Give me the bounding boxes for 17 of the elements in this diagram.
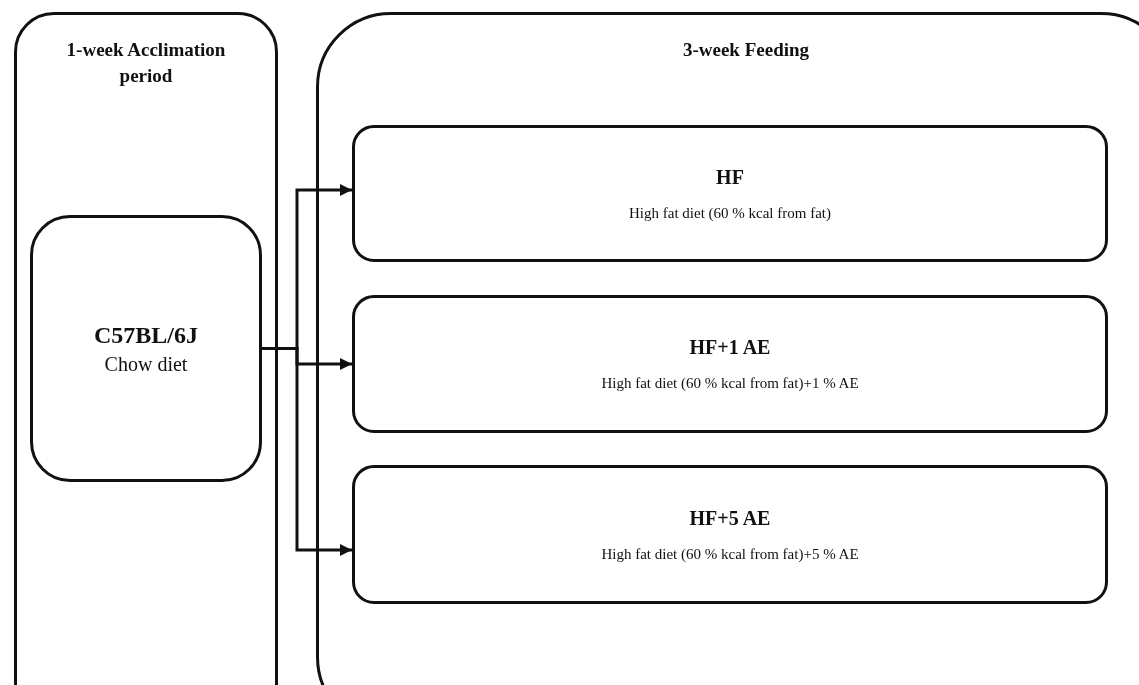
- group-box: [352, 295, 1108, 433]
- group-box: [352, 465, 1108, 604]
- phase-title: 3-week Feeding: [681, 38, 811, 62]
- group-title: HF+1 AE: [688, 335, 772, 361]
- arrow: [262, 347, 352, 556]
- phase-title: 1-week Acclimation period: [65, 38, 227, 88]
- diet-description: High fat diet (60 % kcal from fat): [628, 203, 832, 223]
- group-title: HF: [715, 164, 745, 190]
- group-box: [30, 215, 262, 482]
- group-title: C57BL/6J: [93, 320, 199, 350]
- group-title: HF+5 AE: [688, 505, 772, 531]
- phase-panel: [14, 12, 278, 685]
- diet-description: High fat diet (60 % kcal from fat)+1 % AE: [600, 374, 860, 394]
- diet-description: High fat diet (60 % kcal from fat)+5 % AE: [600, 544, 860, 564]
- group-box: [352, 125, 1108, 262]
- phase-panel: [316, 12, 1139, 685]
- diet-description: Chow diet: [103, 352, 189, 378]
